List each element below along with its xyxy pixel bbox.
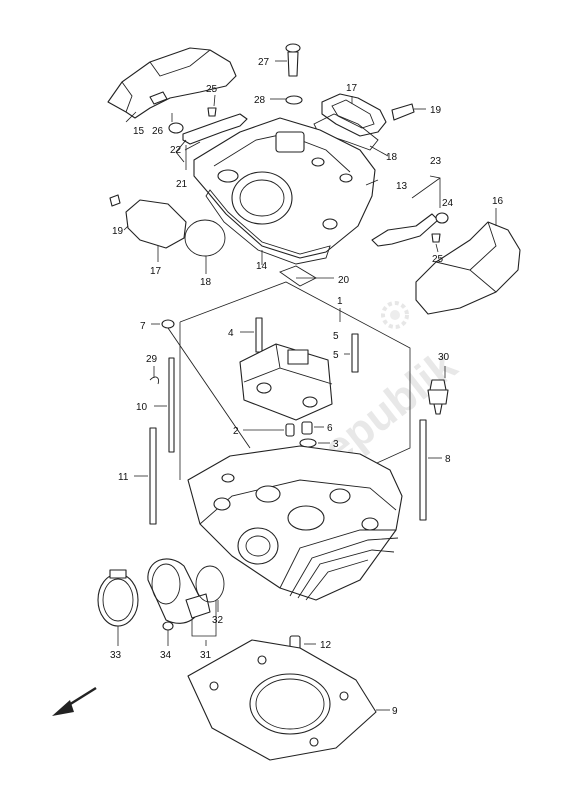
bolt-19-right-part[interactable] bbox=[391, 103, 415, 121]
callout-2: 2 bbox=[233, 426, 239, 437]
callout-5-upper: 5 bbox=[333, 331, 339, 342]
clip-29-part[interactable] bbox=[149, 376, 159, 385]
right-side-cover-part[interactable] bbox=[415, 221, 521, 315]
callout-5-lower: 5 bbox=[333, 350, 339, 361]
bracket-23-part[interactable] bbox=[371, 213, 439, 247]
callout-3: 3 bbox=[333, 439, 339, 450]
callout-16: 16 bbox=[492, 196, 504, 207]
bolt-4-part[interactable] bbox=[255, 317, 263, 353]
valve-7-part[interactable] bbox=[161, 319, 251, 449]
callout-17-left: 17 bbox=[150, 266, 162, 277]
cam-holder-part[interactable] bbox=[239, 343, 333, 421]
callout-12: 12 bbox=[320, 640, 332, 651]
damper-part[interactable] bbox=[149, 91, 168, 105]
callout-13: 13 bbox=[396, 181, 408, 192]
stud-11-part[interactable] bbox=[149, 427, 157, 525]
bolt-27-part[interactable] bbox=[285, 43, 301, 77]
callout-25-top: 25 bbox=[206, 84, 218, 95]
left-side-cover-part[interactable] bbox=[107, 47, 237, 119]
callout-labels: 27 28 25 15 26 22 21 17 19 18 13 23 24 2… bbox=[110, 57, 504, 717]
dowel-2-part[interactable] bbox=[285, 423, 295, 437]
callout-19-right: 19 bbox=[430, 105, 442, 116]
gasket-20-part[interactable] bbox=[279, 265, 317, 287]
callout-34: 34 bbox=[160, 650, 172, 661]
callout-15: 15 bbox=[133, 126, 145, 137]
washer-28-part[interactable] bbox=[285, 95, 303, 105]
callout-1: 1 bbox=[337, 296, 343, 307]
cylinder-head-part[interactable] bbox=[187, 445, 403, 601]
bracket-21-part[interactable] bbox=[175, 139, 187, 163]
stud-10-part[interactable] bbox=[168, 357, 175, 453]
callout-32: 32 bbox=[212, 615, 224, 626]
spark-plug-30-part[interactable] bbox=[427, 379, 449, 415]
callout-33: 33 bbox=[110, 650, 122, 661]
callout-27: 27 bbox=[258, 57, 270, 68]
callout-8: 8 bbox=[445, 454, 451, 465]
callout-6: 6 bbox=[327, 423, 333, 434]
intake-pipe-part[interactable] bbox=[147, 558, 211, 631]
front-arrow-icon bbox=[52, 686, 97, 716]
callout-4: 4 bbox=[228, 328, 234, 339]
valve-cover-13-part[interactable] bbox=[193, 117, 376, 259]
bolt-5-part[interactable] bbox=[351, 333, 359, 373]
plate-17-left-part[interactable] bbox=[125, 199, 187, 249]
callout-25-right: 25 bbox=[432, 254, 444, 265]
watermark-gear-icon bbox=[381, 301, 409, 329]
callout-9: 9 bbox=[392, 706, 398, 717]
callout-23: 23 bbox=[430, 156, 442, 167]
callout-24: 24 bbox=[442, 198, 454, 209]
callout-22: 22 bbox=[170, 145, 182, 156]
screw-25-right-part[interactable] bbox=[431, 233, 441, 243]
grommet-24-part[interactable] bbox=[435, 212, 449, 224]
head-gasket-9-part[interactable] bbox=[187, 639, 377, 761]
callout-28: 28 bbox=[254, 95, 266, 106]
callout-19-left: 19 bbox=[112, 226, 124, 237]
screw-25-part[interactable] bbox=[207, 107, 217, 117]
leader-lines bbox=[117, 60, 497, 711]
callout-29: 29 bbox=[146, 354, 158, 365]
callout-18-left: 18 bbox=[200, 277, 212, 288]
gasket-14-part[interactable] bbox=[205, 189, 331, 265]
callout-21: 21 bbox=[176, 179, 188, 190]
grommet-26-part[interactable] bbox=[168, 122, 184, 134]
hose-clamp-33-part[interactable] bbox=[97, 569, 139, 627]
o-ring-32-part[interactable] bbox=[195, 565, 225, 603]
callout-31: 31 bbox=[200, 650, 212, 661]
gasket-18-left-part[interactable] bbox=[184, 219, 226, 257]
callout-20: 20 bbox=[338, 275, 350, 286]
callout-10: 10 bbox=[136, 402, 148, 413]
callout-26: 26 bbox=[152, 126, 164, 137]
callout-17-top: 17 bbox=[346, 83, 358, 94]
stud-8-part[interactable] bbox=[419, 419, 427, 521]
callout-14: 14 bbox=[256, 261, 268, 272]
dowel-6-part[interactable] bbox=[301, 421, 313, 435]
callout-7: 7 bbox=[140, 321, 146, 332]
callout-11: 11 bbox=[118, 472, 129, 483]
screw-19-left-part[interactable] bbox=[109, 194, 121, 207]
callout-18-top: 18 bbox=[386, 152, 398, 163]
callout-30: 30 bbox=[438, 352, 450, 363]
